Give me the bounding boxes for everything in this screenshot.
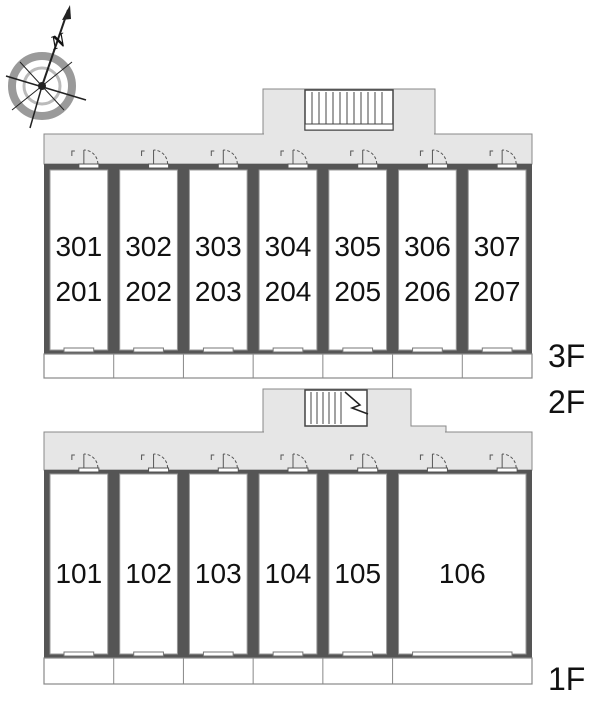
compass-north-label: N: [47, 29, 70, 55]
unit-label-101: 101: [55, 558, 102, 589]
unit-label-201: 201: [55, 276, 102, 307]
unit-label-301: 301: [55, 231, 102, 262]
upper-building: 301 201 302 202 303 203 304 204 305 205 306 206 307 2…: [43, 88, 533, 379]
lower-staircase: [304, 389, 369, 427]
door-icon: [419, 453, 448, 473]
floor-label-1f: 1F: [548, 661, 585, 697]
door-icon: [489, 453, 518, 473]
unit-label-207: 207: [474, 276, 521, 307]
door-icon: [280, 149, 309, 169]
unit-label-306: 306: [404, 231, 451, 262]
door-icon: [71, 453, 100, 473]
unit-label-104: 104: [265, 558, 312, 589]
unit-label-102: 102: [125, 558, 172, 589]
unit-302-202: [119, 169, 178, 351]
unit-label-305: 305: [334, 231, 381, 262]
unit-105: [328, 473, 388, 655]
door-icon: [210, 453, 239, 473]
unit-label-206: 206: [404, 276, 451, 307]
compass-rose-icon: [5, 5, 87, 129]
door-icon: [419, 149, 448, 169]
unit-label-103: 103: [195, 558, 242, 589]
unit-303-203: [188, 169, 248, 351]
upper-corridor: [43, 133, 533, 165]
unit-label-105: 105: [334, 558, 381, 589]
door-icon: [141, 149, 170, 169]
unit-103: [188, 473, 248, 655]
floor-label-2f: 2F: [548, 384, 585, 420]
door-icon: [280, 453, 309, 473]
unit-106: [398, 473, 527, 655]
unit-label-203: 203: [195, 276, 242, 307]
unit-label-307: 307: [474, 231, 521, 262]
unit-301-201: [49, 169, 109, 351]
door-icon: [141, 453, 170, 473]
unit-305-205: [328, 169, 388, 351]
unit-101: [49, 473, 109, 655]
unit-label-205: 205: [334, 276, 381, 307]
unit-label-106: 106: [439, 558, 486, 589]
upper-staircase: [304, 89, 394, 131]
unit-306-206: [398, 169, 457, 351]
door-icon: [71, 149, 100, 169]
unit-label-304: 304: [265, 231, 312, 262]
lower-building: 101 102 103 104 105 106: [43, 388, 533, 685]
upper-balcony: [43, 353, 533, 379]
unit-label-303: 303: [195, 231, 242, 262]
door-icon: [350, 149, 379, 169]
door-icon: [210, 149, 239, 169]
door-icon: [350, 453, 379, 473]
lower-corridor: [43, 431, 533, 471]
floor-label-3f: 3F: [548, 338, 585, 374]
unit-307-207: [467, 169, 527, 351]
door-icon: [489, 149, 518, 169]
unit-label-202: 202: [125, 276, 172, 307]
unit-102: [119, 473, 178, 655]
unit-label-204: 204: [265, 276, 312, 307]
lower-balcony: [43, 657, 533, 685]
unit-label-302: 302: [125, 231, 172, 262]
